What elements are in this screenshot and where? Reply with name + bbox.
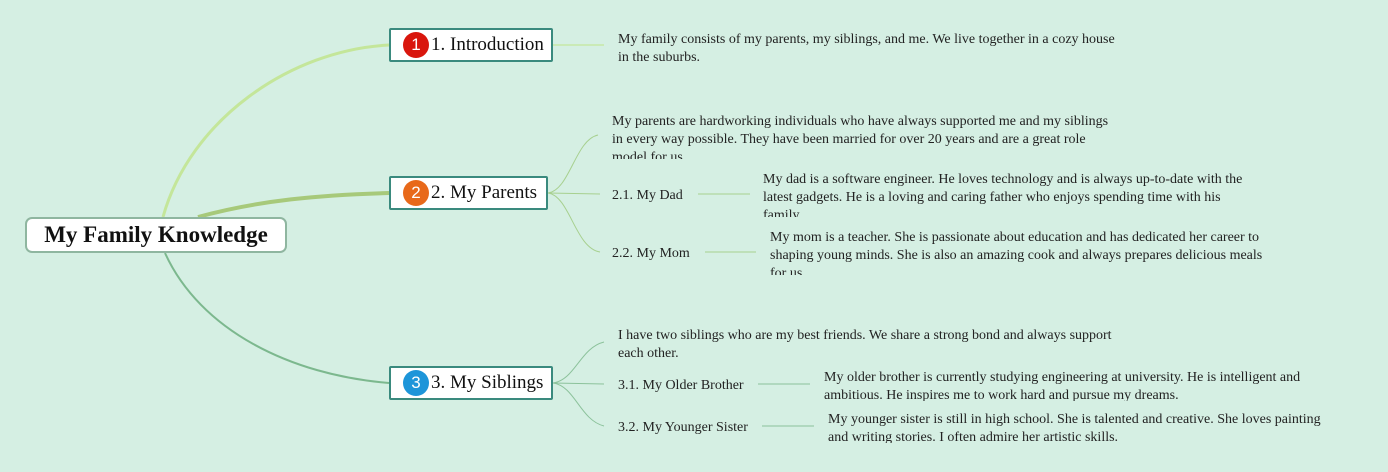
note-dad: My dad is a software engineer. He loves … <box>763 172 1243 217</box>
connector-siblings-brother <box>552 382 605 385</box>
note-mom: My mom is a teacher. She is passionate a… <box>770 230 1263 275</box>
connector-parents-dad <box>547 192 601 195</box>
note-older-brother: My older brother is currently studying e… <box>824 370 1301 401</box>
connector-parents-mom <box>547 192 601 253</box>
branch-introduction <box>161 43 390 218</box>
topic-label: 2. My Parents <box>431 182 538 203</box>
connector-siblings-note <box>552 341 605 384</box>
branch-siblings <box>164 252 390 384</box>
topic-parents[interactable]: 2 2. My Parents <box>389 176 548 210</box>
subtopic-mom[interactable]: 2.2. My Mom <box>612 246 690 261</box>
note-parents: My parents are hardworking individuals w… <box>612 114 1109 159</box>
note-younger-sister: My younger sister is still in high schoo… <box>828 412 1321 443</box>
note-introduction: My family consists of my parents, my sib… <box>618 32 1115 65</box>
subtopic-older-brother[interactable]: 3.1. My Older Brother <box>618 378 744 393</box>
connector-parents-note <box>547 134 599 194</box>
topic-label: 1. Introduction <box>431 34 544 55</box>
topic-introduction[interactable]: 1 1. Introduction <box>389 28 553 62</box>
root-topic[interactable]: My Family Knowledge <box>25 217 287 253</box>
note-siblings: I have two siblings who are my best frie… <box>618 328 1112 361</box>
priority-2-icon: 2 <box>403 180 429 206</box>
priority-3-icon: 3 <box>403 370 429 396</box>
priority-1-icon: 1 <box>403 32 429 58</box>
topic-label: 3. My Siblings <box>431 372 544 393</box>
subtopic-younger-sister[interactable]: 3.2. My Younger Sister <box>618 420 748 435</box>
branch-parents <box>197 191 390 219</box>
topic-siblings[interactable]: 3 3. My Siblings <box>389 366 553 400</box>
connector-siblings-sister <box>552 382 605 427</box>
subtopic-dad[interactable]: 2.1. My Dad <box>612 188 683 203</box>
